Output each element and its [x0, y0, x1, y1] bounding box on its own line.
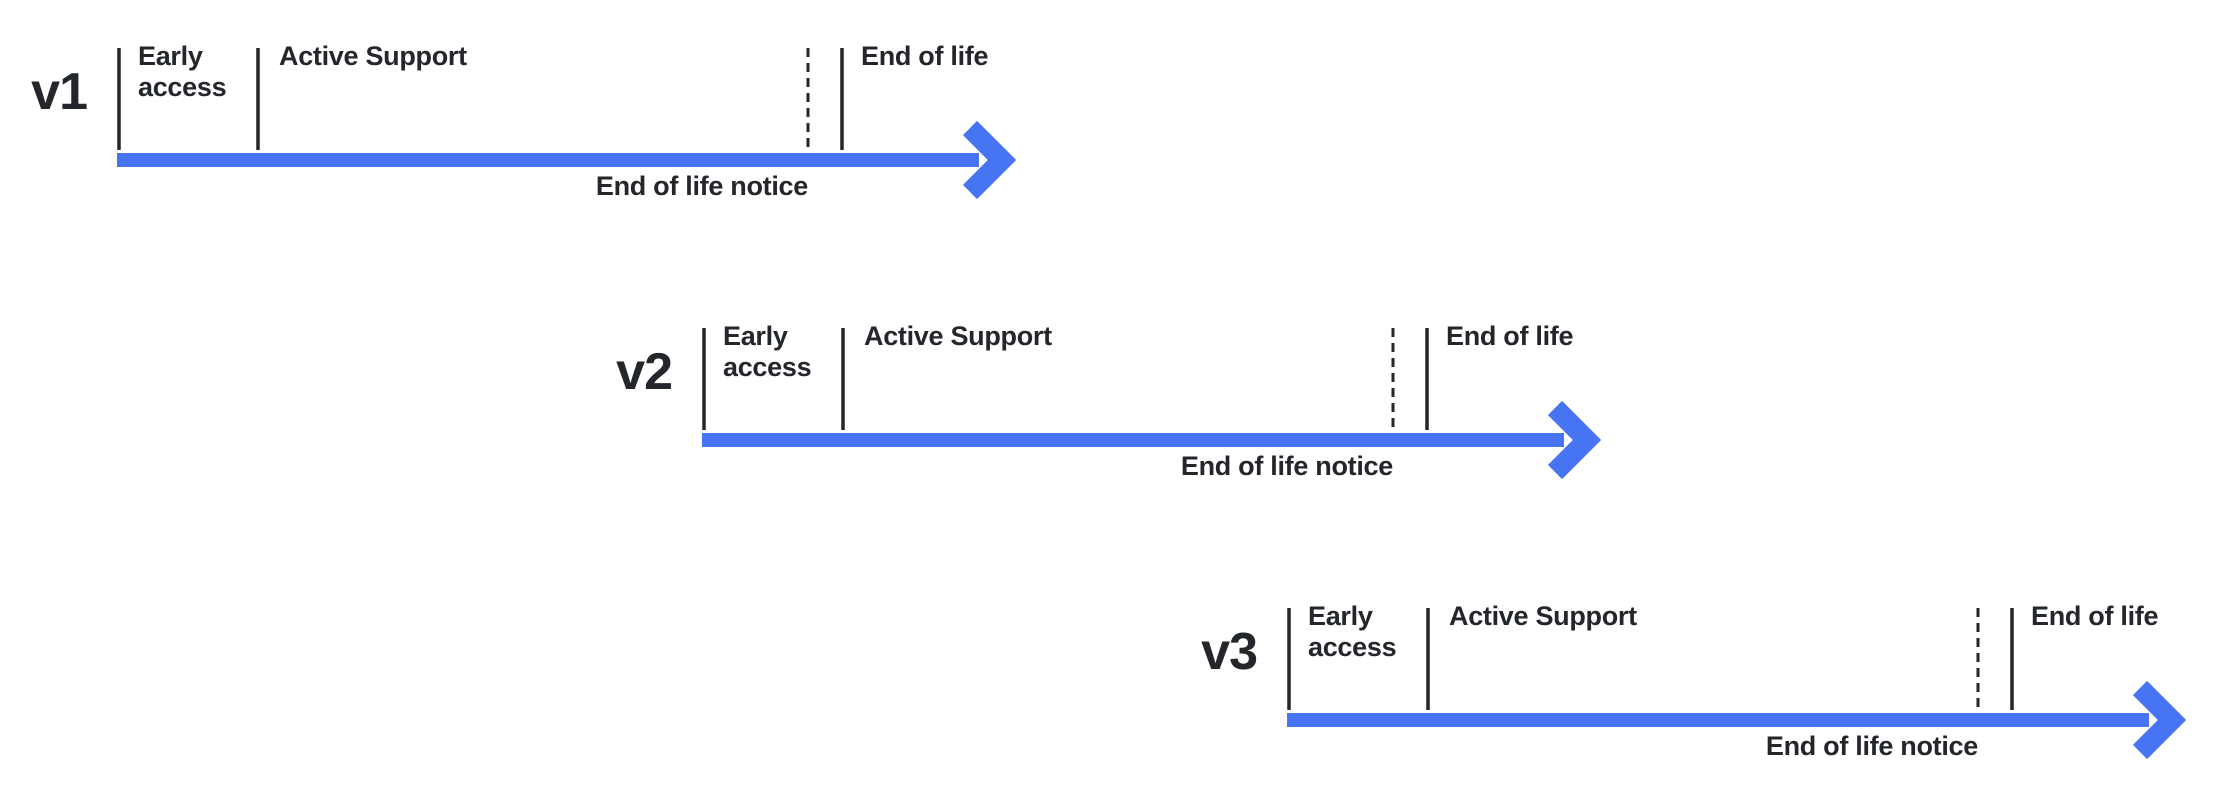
early-access-label: Early access [1308, 601, 1397, 662]
timeline-arrow-head-icon [2132, 680, 2187, 760]
end-of-life-label: End of life [2031, 601, 2159, 631]
eol-notice-label: End of life notice [1180, 451, 1393, 481]
eol-notice-label: End of life notice [1765, 731, 1978, 761]
timeline-graphic [117, 48, 1017, 200]
version-label: v1 [31, 63, 88, 121]
timeline-v1: v1 Early access Active Support End of li… [0, 41, 1057, 234]
end-of-life-label: End of life [1446, 321, 1574, 351]
timeline-graphic [702, 328, 1602, 480]
eol-notice-label: End of life notice [595, 171, 808, 201]
early-access-label: Early access [138, 41, 227, 102]
active-support-label: Active Support [279, 41, 467, 71]
timeline-graphic [1287, 608, 2187, 760]
version-label: v2 [616, 343, 673, 401]
timeline-arrow-head-icon [1547, 400, 1602, 480]
timeline-v3: v3 Early access Active Support End of li… [1167, 601, 2227, 794]
active-support-label: Active Support [864, 321, 1052, 351]
early-access-label: Early access [723, 321, 812, 382]
end-of-life-label: End of life [861, 41, 989, 71]
timeline-arrow-head-icon [962, 120, 1017, 200]
timeline-v2: v2 Early access Active Support End of li… [582, 321, 1642, 514]
version-label: v3 [1201, 623, 1258, 681]
active-support-label: Active Support [1449, 601, 1637, 631]
